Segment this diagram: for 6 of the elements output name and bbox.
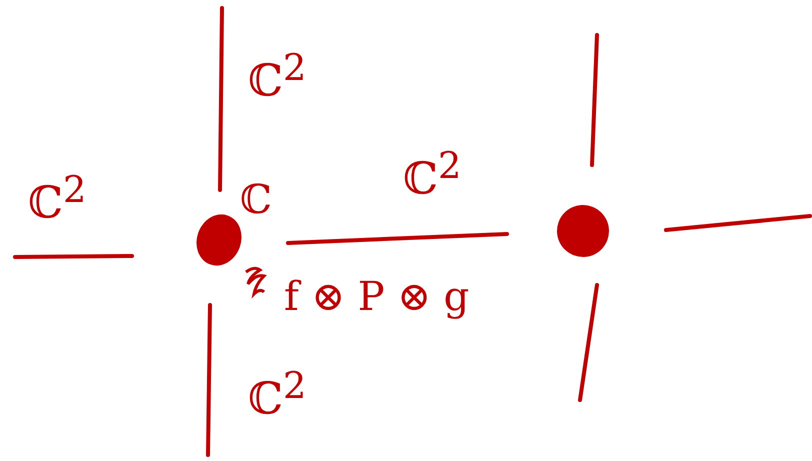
math-label: ℂ$^{2}$	[248, 368, 306, 422]
math-label: ℂ$^{2}$	[28, 172, 86, 226]
math-label: ℂ$^{2}$	[248, 50, 306, 104]
math-label: ℂ$^{2}$	[403, 148, 462, 202]
math-label: f ⊗ P ⊗ g	[284, 277, 470, 317]
math-label: ℂ	[240, 180, 272, 220]
